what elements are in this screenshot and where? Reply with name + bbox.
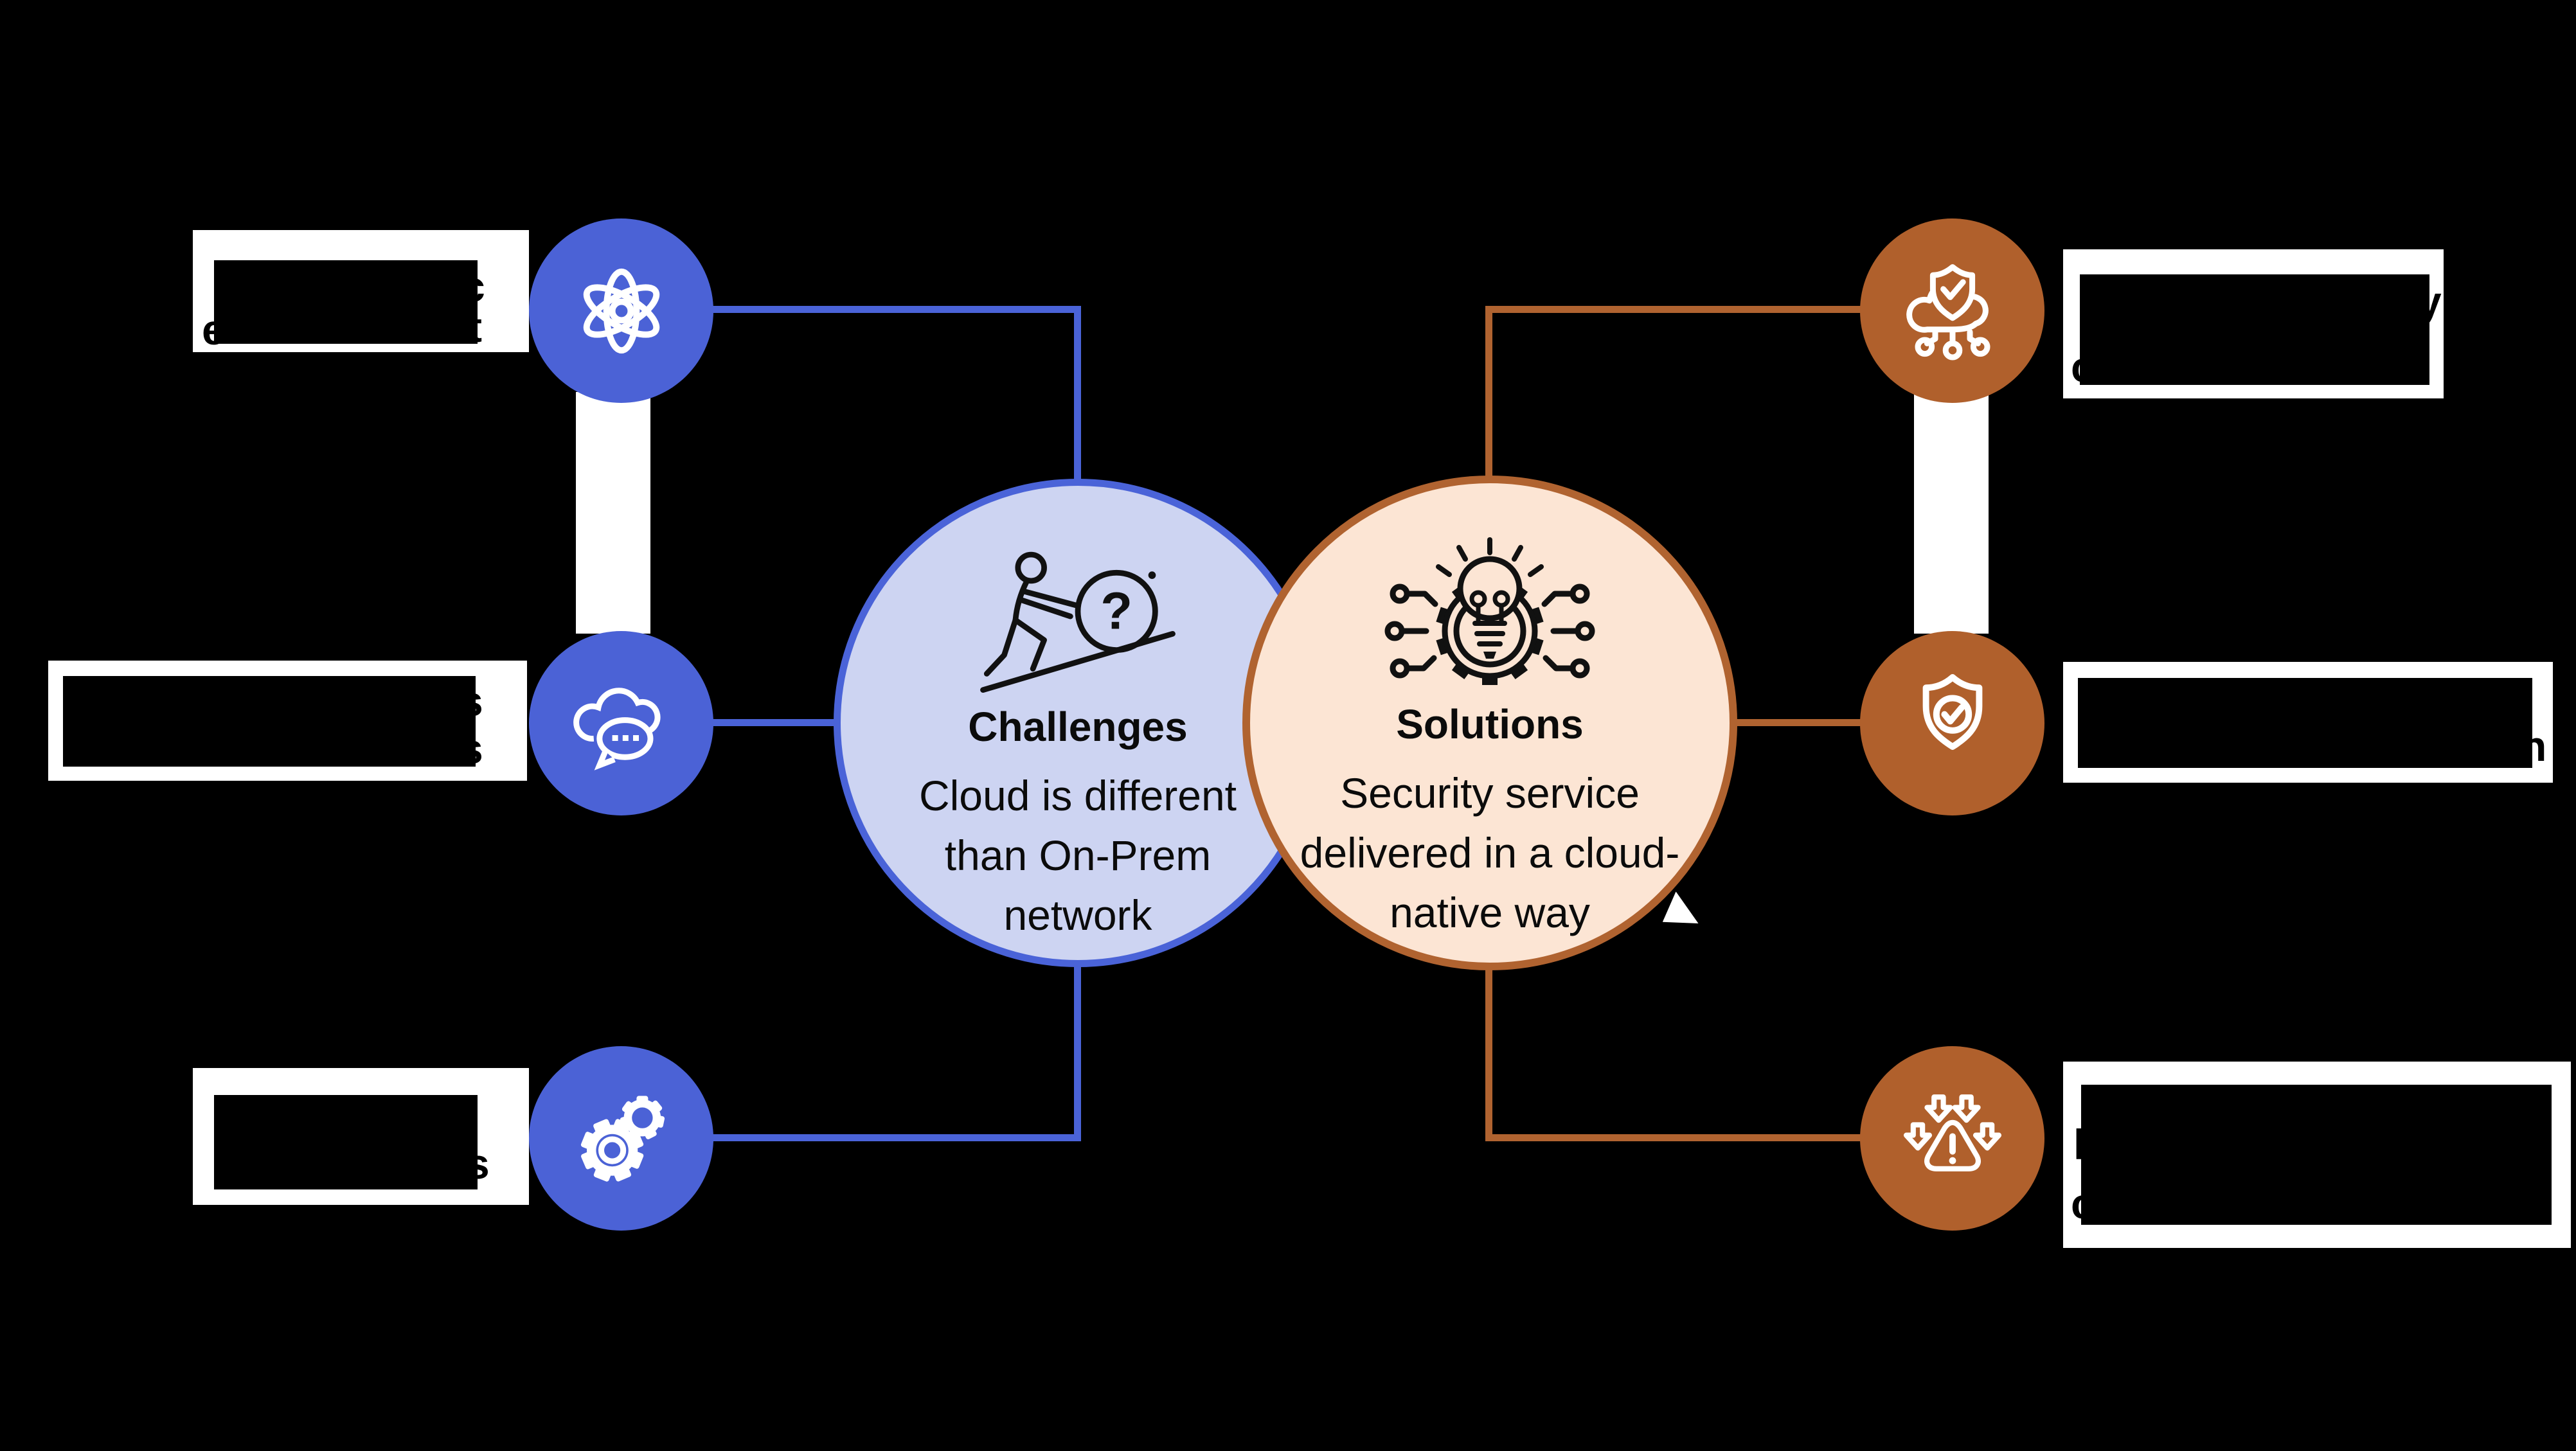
node-right-middle — [1860, 631, 2044, 815]
connector-line-right-bottom-vertical — [1485, 947, 1492, 1141]
redaction-box — [2080, 274, 2429, 385]
lightbulb-gear-circuit-icon — [1381, 535, 1599, 695]
connector-line-left-bottom-horizontal — [710, 1134, 1081, 1141]
solutions-circle: Solutions Security service delivered in … — [1242, 476, 1737, 970]
node-left-top — [529, 218, 713, 403]
label-box-right-bottom: l c — [2063, 1062, 2571, 1248]
svg-text:?: ? — [1100, 582, 1132, 641]
redaction-box — [2081, 1085, 2552, 1225]
redaction-box — [214, 1095, 478, 1189]
warning-down-arrows-icon — [1895, 1081, 2010, 1197]
node-right-bottom — [1860, 1046, 2044, 1231]
label-box-right-top: y c — [2063, 249, 2444, 398]
challenges-body: Cloud is different than On-Prem network — [918, 772, 1237, 939]
node-left-middle — [529, 631, 713, 815]
challenges-circle: ? Challenges Cloud is different than On-… — [834, 479, 1322, 967]
shield-check-icon — [1895, 666, 2010, 781]
atom-icon — [564, 253, 679, 369]
connector-line-right-top-horizontal — [1485, 306, 1864, 313]
redaction-box — [2078, 678, 2532, 768]
white-bar-right — [1914, 392, 1989, 634]
cloud-message-icon — [564, 666, 679, 781]
gears-icon — [564, 1081, 679, 1197]
connector-line-left-top-horizontal — [710, 306, 1081, 313]
white-bar-left — [576, 392, 650, 634]
label-box-left-middle: s s — [48, 661, 527, 781]
cloud-shield-network-icon — [1895, 253, 2010, 369]
label-box-left-bottom: s — [193, 1068, 529, 1205]
redaction-box — [63, 676, 476, 767]
label-box-left-top: c e t — [193, 230, 529, 352]
connector-line-right-bottom-horizontal — [1485, 1134, 1864, 1141]
person-pushing-boulder-question-icon: ? — [972, 541, 1184, 698]
label-box-right-middle: n — [2063, 662, 2553, 783]
connector-line-left-middle — [710, 719, 842, 726]
solutions-title: Solutions — [1396, 701, 1584, 747]
solutions-body: Security service delivered in a cloud- n… — [1300, 769, 1680, 936]
node-left-bottom — [529, 1046, 713, 1231]
connector-line-left-top-vertical — [1074, 306, 1081, 494]
connector-line-right-top-vertical — [1485, 306, 1492, 494]
redaction-box — [214, 260, 478, 344]
challenges-title: Challenges — [968, 704, 1188, 750]
connector-line-left-bottom-vertical — [1074, 950, 1081, 1141]
node-right-top — [1860, 218, 2044, 403]
connector-line-right-middle — [1726, 719, 1864, 726]
